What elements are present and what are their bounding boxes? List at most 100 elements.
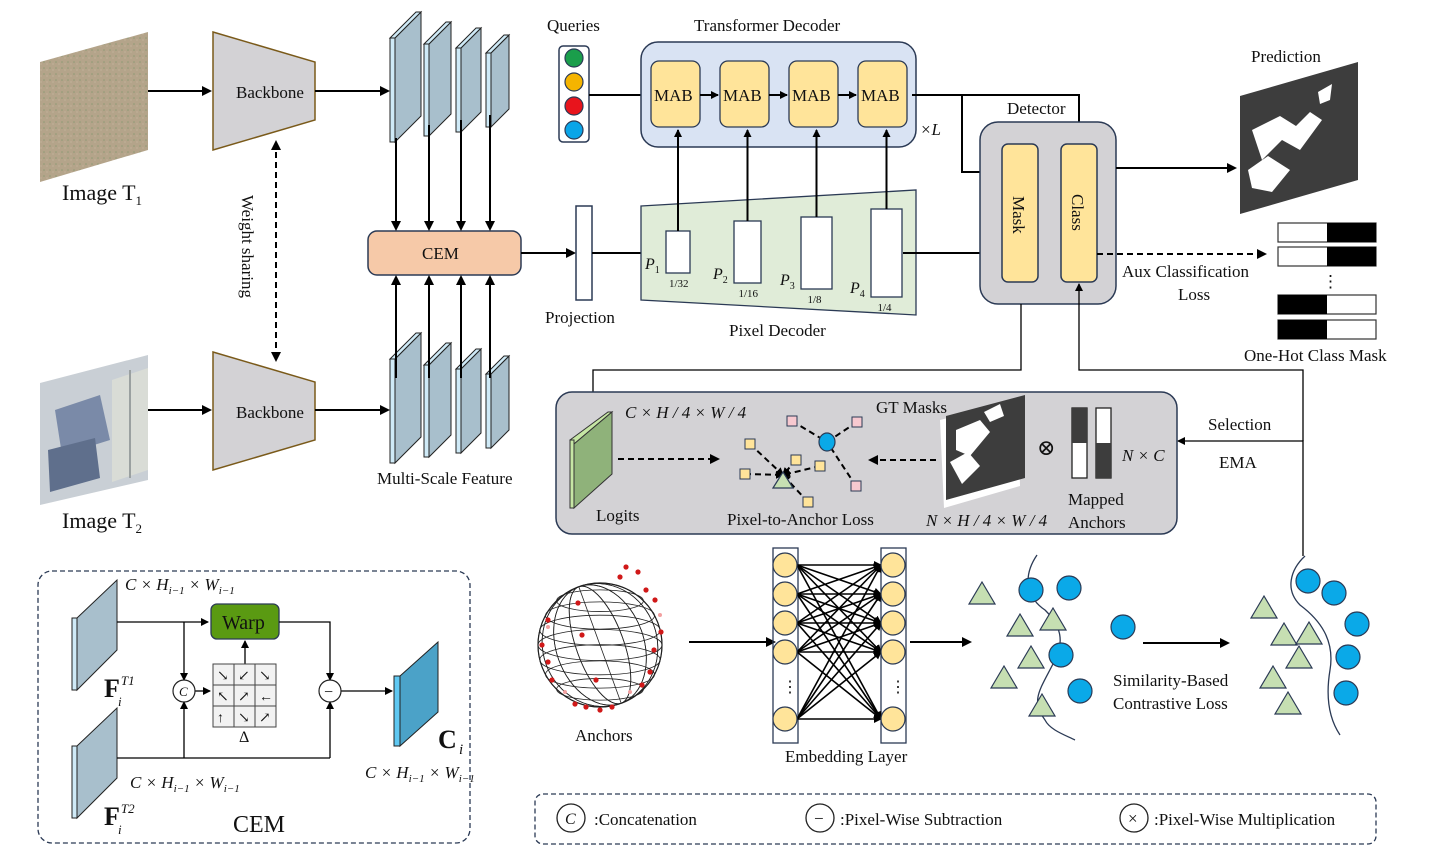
- feature-t2-map-4: [484, 354, 511, 450]
- concat-op-symbol: C: [179, 684, 188, 699]
- repeat-label: ×L: [920, 120, 941, 139]
- class-a-embedding: [1005, 612, 1035, 637]
- cem-dims-right: C × Hi−1 × Wi−1: [365, 763, 475, 785]
- anchor-point: [583, 704, 589, 710]
- cem-detail-panel: [37, 570, 471, 844]
- arrow-selection-to-class: [1075, 283, 1304, 441]
- input-neuron: [772, 706, 798, 732]
- class-a-embedding: [967, 580, 997, 605]
- sphere-longitude: [541, 583, 659, 707]
- multiscale-features-t2: [388, 331, 511, 465]
- sphere-latitude: [539, 614, 661, 646]
- pixel-point-pink: [851, 416, 863, 428]
- pixel-decoder-level-2: P21/16: [712, 129, 762, 300]
- pixel-point-yellow: [744, 438, 756, 450]
- logits-map: [569, 410, 614, 510]
- logits-label: Logits: [596, 506, 639, 525]
- f2-sub: i: [118, 822, 122, 837]
- queries-stack: [558, 45, 590, 143]
- class-a-embedding: [1038, 606, 1068, 631]
- anchor-point: [545, 617, 551, 623]
- level-name: P3: [779, 272, 795, 292]
- gt-mask-image: [940, 395, 1025, 508]
- queries-label: Queries: [547, 16, 600, 35]
- onehot-ellipsis: ⋮: [1322, 272, 1339, 291]
- anchor-point: [609, 704, 615, 710]
- svg-text:C: C: [565, 811, 576, 828]
- projection-label: Projection: [545, 308, 615, 327]
- warp-label: Warp: [222, 612, 265, 634]
- cem-f2-map: [71, 706, 118, 820]
- cem-connections: [117, 618, 393, 759]
- output-neuron: [880, 581, 906, 607]
- svg-text::Pixel-Wise Multiplication: :Pixel-Wise Multiplication: [1154, 810, 1336, 829]
- mapped-anchors-label-1: Mapped: [1068, 490, 1124, 509]
- flow-arrow-icon: ↘: [259, 669, 271, 684]
- svg-text:×: ×: [1128, 809, 1138, 828]
- svg-text::Concatenation: :Concatenation: [594, 810, 697, 829]
- input-neuron: [772, 552, 798, 578]
- anchors-label: Anchors: [575, 726, 633, 745]
- cem-dims-top: C × Hi−1 × Wi−1: [125, 575, 235, 597]
- flow-arrow-icon: ←: [259, 690, 273, 705]
- anchor-point: [635, 569, 641, 575]
- class-b-embedding: [1335, 644, 1361, 670]
- concat-legend-icon: [556, 803, 586, 833]
- sphere-latitude: [539, 644, 661, 676]
- pixel-point-yellow: [739, 468, 751, 480]
- pixel-decoder-box: [640, 189, 917, 316]
- backbone-t1-label: Backbone: [236, 83, 304, 102]
- anchor-point: [617, 574, 623, 580]
- output-neuron: [880, 610, 906, 636]
- subtract-op-icon: [318, 679, 342, 703]
- class-head: [1060, 143, 1098, 283]
- delta-symbol: Δ: [239, 729, 249, 746]
- f1-label: FT1: [104, 673, 135, 703]
- output-neuron: [880, 706, 906, 732]
- anchor-point: [651, 647, 657, 653]
- mab-block-3: MAB: [788, 60, 839, 128]
- ema-label: EMA: [1219, 453, 1258, 472]
- anchor-point: [658, 613, 662, 617]
- contrastive-label-1: Similarity-Based: [1113, 671, 1229, 690]
- pixel-point-yellow: [802, 496, 814, 508]
- level-scale: 1/16: [739, 288, 759, 300]
- pixel-to-anchor-loss-label: Pixel-to-Anchor Loss: [727, 510, 874, 529]
- class-a-embedding: [1269, 621, 1299, 646]
- class-a-embedding: [989, 664, 1019, 689]
- class-b-embedding: [1344, 611, 1370, 637]
- class-head-label: Class: [1068, 194, 1087, 231]
- input-neuron: [772, 581, 798, 607]
- legend-item-multiply: × :Pixel-Wise Multiplication: [1119, 803, 1336, 833]
- ci-sub: i: [459, 742, 463, 758]
- image-t2: [40, 355, 148, 505]
- cem-f1-map: [71, 578, 118, 692]
- pixel-point-yellow: [814, 460, 826, 472]
- query-token-1: [564, 48, 584, 68]
- class-a-embedding: [1284, 644, 1314, 669]
- class-a-embedding: [1258, 664, 1288, 689]
- mapped-anchors-label-2: Anchors: [1068, 513, 1126, 532]
- class-b-embedding: [1295, 568, 1321, 594]
- flow-arrow-icon: ↗: [238, 690, 250, 705]
- feature-t2-map-3: [454, 347, 483, 455]
- input-neuron: [772, 610, 798, 636]
- ci-label: C: [438, 725, 457, 754]
- anchor-point: [593, 677, 599, 683]
- level-scale: 1/4: [878, 302, 893, 314]
- subtract-legend-icon: [805, 803, 835, 833]
- onehot-masks: [1277, 222, 1377, 340]
- transformer-decoder-title: Transformer Decoder: [694, 16, 841, 35]
- class-b-embedding: [1321, 580, 1347, 606]
- anchor-point: [539, 642, 545, 648]
- legend-box: [534, 793, 1377, 845]
- multiply-legend-icon: [1119, 803, 1149, 833]
- anchor-triangle: [771, 470, 795, 489]
- anchor-circle: [818, 432, 836, 452]
- detector-title: Detector: [1007, 99, 1066, 118]
- feature-to-cem-arrows: [391, 115, 495, 378]
- feature-t1-map-3: [454, 26, 483, 134]
